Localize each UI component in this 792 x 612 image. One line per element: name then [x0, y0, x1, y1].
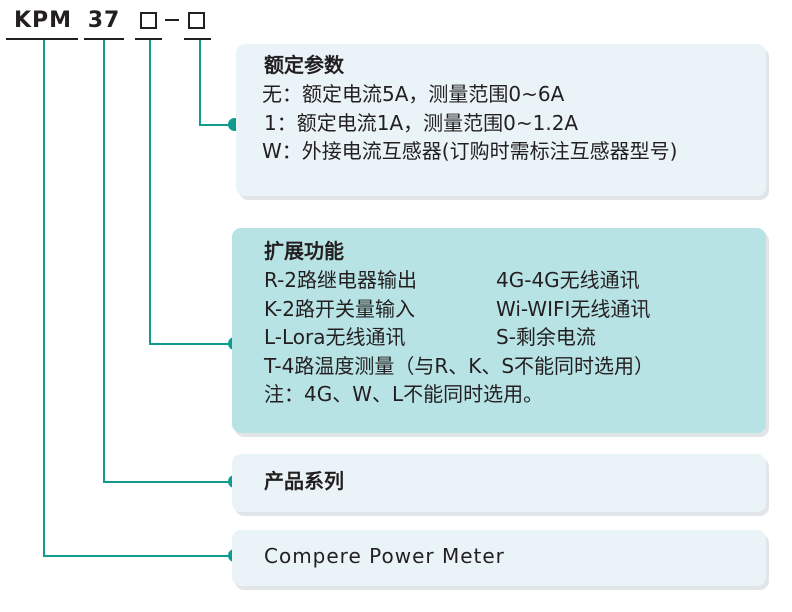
product-name: Compere Power Meter: [264, 544, 505, 568]
expansion-item-temperature: T-4路温度测量（与R、K、S不能同时选用）: [264, 353, 655, 378]
rated-option-w: W：外接电流互感器(订购时需标注互感器型号): [262, 139, 678, 163]
connector-expansion-horizontal: [149, 343, 233, 345]
expansion-item-4g: 4G-4G无线通讯: [496, 268, 640, 292]
series-title: 产品系列: [264, 469, 344, 493]
model-series: 37: [87, 8, 121, 33]
expansion-row: K-2路开关量输入 Wi-WIFI无线通讯: [264, 295, 766, 324]
function-code-box: [140, 12, 157, 29]
expansion-item-relay: R-2路继电器输出: [264, 268, 418, 292]
expansion-row: L-Lora无线通讯 S-剩余电流: [264, 323, 766, 352]
rated-option-none: 无：额定电流5A，测量范围0~6A: [262, 82, 565, 106]
prefix-underline: [6, 38, 78, 40]
expansion-item-switch-input: K-2路开关量输入: [264, 296, 415, 321]
product-name-card: Compere Power Meter: [232, 530, 766, 586]
expansion-item-wifi: Wi-WIFI无线通讯: [496, 296, 651, 321]
rated-params-card: 额定参数 无：额定电流5A，测量范围0~6A 1：额定电流1A，测量范围0~1.…: [236, 44, 766, 196]
connector-series-horizontal: [103, 481, 233, 483]
series-underline: [84, 38, 124, 40]
connector-expansion-vertical: [149, 40, 151, 345]
expansion-title: 扩展功能: [264, 239, 344, 263]
rated-code-box: [188, 12, 205, 29]
expansion-item-residual-current: S-剩余电流: [496, 325, 596, 349]
rated-params-title: 额定参数: [264, 53, 344, 77]
connector-series-vertical: [103, 40, 105, 483]
expansion-item-lora: L-Lora无线通讯: [264, 325, 406, 349]
rated-box-underline: [184, 38, 211, 40]
rated-option-1: 1：额定电流1A，测量范围0~1.2A: [264, 110, 579, 135]
model-prefix: KPM: [13, 8, 73, 33]
connector-name-vertical: [43, 40, 45, 557]
series-card: 产品系列: [232, 454, 766, 512]
expansion-card: 扩展功能 R-2路继电器输出 4G-4G无线通讯 K-2路开关量输入 Wi-WIFI…: [232, 228, 766, 433]
connector-name-horizontal: [43, 555, 233, 557]
connector-rated-vertical: [199, 40, 201, 126]
expansion-row: R-2路继电器输出 4G-4G无线通讯: [264, 266, 766, 295]
code-separator: [165, 19, 179, 21]
function-box-underline: [135, 38, 162, 40]
expansion-note: 注：4G、W、L不能同时选用。: [264, 382, 544, 406]
connector-rated-horizontal: [199, 124, 233, 126]
